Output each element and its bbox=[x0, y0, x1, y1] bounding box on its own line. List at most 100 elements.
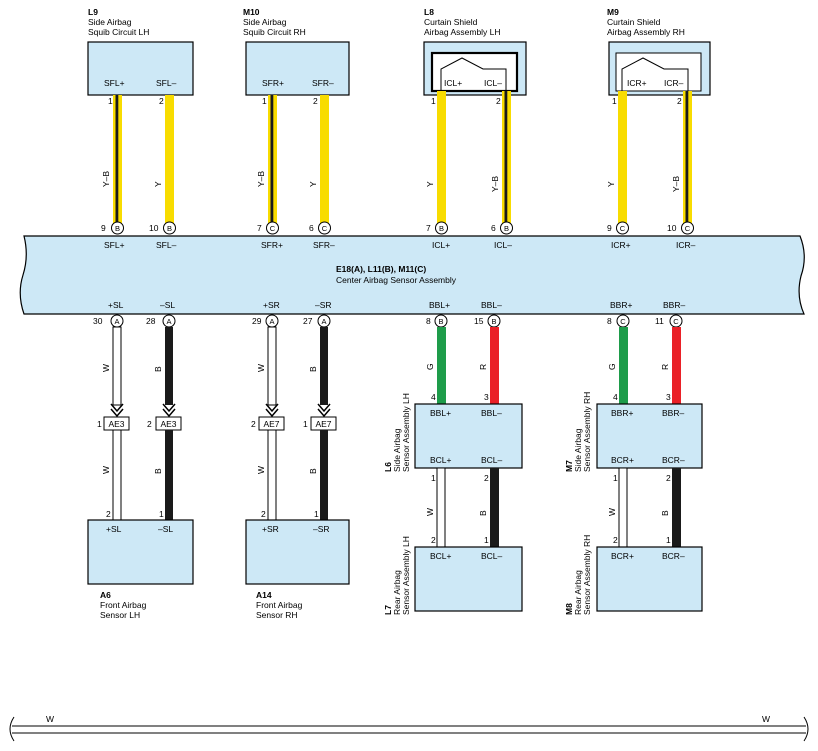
wire-segment-white bbox=[267, 429, 277, 521]
squib-symbol-frame bbox=[430, 51, 519, 93]
terminal-label: SFR– bbox=[312, 78, 334, 88]
pin-number: 2 bbox=[677, 96, 682, 106]
pin-number: 8 bbox=[426, 316, 431, 326]
break-mark-left bbox=[9, 716, 15, 742]
pin-number: 1 bbox=[303, 419, 308, 429]
component-name-line1: Front Airbag bbox=[256, 600, 303, 610]
wire-segment-white bbox=[618, 467, 628, 548]
component-name-line2: Squib Circuit RH bbox=[243, 27, 306, 37]
component-body bbox=[596, 546, 703, 612]
pin-number: 1 bbox=[108, 96, 113, 106]
component-id: M8 bbox=[564, 603, 574, 615]
wire-color-label: G bbox=[425, 363, 435, 370]
connector-letter: C bbox=[620, 224, 626, 233]
terminal-label: BBR– bbox=[662, 408, 684, 418]
pin-number: 2 bbox=[613, 535, 618, 545]
junction-connector-label: AE3 bbox=[160, 419, 176, 429]
rear-wires-lh: 1 W 2 2 B 1 bbox=[425, 467, 499, 548]
pin-number: 1 bbox=[159, 509, 164, 519]
wire-segment-black bbox=[672, 468, 681, 547]
terminal-label: SFR– bbox=[313, 240, 335, 250]
connector-circle bbox=[266, 221, 279, 235]
pin-number: 7 bbox=[257, 223, 262, 233]
wire-color-label: Y bbox=[606, 181, 616, 187]
wire-color-label: G bbox=[607, 363, 617, 370]
wire-icr-minus: 2 Y–B bbox=[671, 91, 692, 223]
wire-color-label: W bbox=[256, 364, 266, 372]
pin-number: 2 bbox=[484, 473, 489, 483]
pin-number: 10 bbox=[149, 223, 159, 233]
terminal-label: BCL+ bbox=[430, 455, 452, 465]
connector-letter: C bbox=[270, 224, 276, 233]
pin-number: 2 bbox=[159, 96, 164, 106]
pin-number: 3 bbox=[484, 392, 489, 402]
component-m10: M10 Side Airbag Squib Circuit RH SFR+ SF… bbox=[243, 7, 350, 96]
terminal-label: SFL+ bbox=[104, 240, 125, 250]
pin-number: 7 bbox=[426, 223, 431, 233]
component-name-line1: Curtain Shield bbox=[607, 17, 661, 27]
wire-color-label: W bbox=[101, 364, 111, 372]
top-terminal-icl-plus: 7 B ICL+ bbox=[426, 221, 450, 250]
connector-circle bbox=[111, 221, 124, 235]
component-id: A6 bbox=[100, 590, 111, 600]
terminal-label: ICL– bbox=[494, 240, 512, 250]
component-m7: BBR+ BBR– BCR+ BCR– M7 Side Airbag Senso… bbox=[564, 392, 703, 472]
component-name-line2: Sensor Assembly RH bbox=[582, 392, 592, 472]
connector-circle bbox=[500, 221, 513, 235]
component-m8: BCR+ BCR– M8 Rear Airbag Sensor Assembly… bbox=[564, 535, 703, 615]
component-body bbox=[87, 519, 194, 585]
pin-number: 6 bbox=[491, 223, 496, 233]
wire-icr-plus: 1 Y bbox=[606, 91, 627, 223]
pin-number: 2 bbox=[106, 509, 111, 519]
wire-color-label: W bbox=[101, 466, 111, 474]
top-terminal-icl-minus: 6 B ICL– bbox=[491, 221, 513, 250]
top-terminal-sfr-plus: 7 C SFR+ bbox=[257, 221, 283, 250]
pin-number: 4 bbox=[613, 392, 618, 402]
bottom-terminal-circles: 30 A 28 A 29 A 27 A 8 B 15 B 8 C 11 C bbox=[93, 314, 683, 328]
component-name-line2: Sensor LH bbox=[100, 610, 140, 620]
wire-color-label: Y bbox=[425, 181, 435, 187]
connector-chevron-icon bbox=[162, 403, 176, 413]
pin-number: 1 bbox=[613, 473, 618, 483]
top-terminal-sfl-minus: 10 B SFL– bbox=[149, 221, 177, 250]
connector-circle bbox=[681, 221, 694, 235]
component-name-line1: Rear Airbag bbox=[392, 570, 402, 615]
component-l6: BBL+ BBL– BCL+ BCL– L6 Side Airbag Senso… bbox=[383, 393, 523, 472]
terminal-label: SFR+ bbox=[262, 78, 284, 88]
wire-stripe bbox=[504, 91, 508, 223]
connector-letter: B bbox=[439, 224, 444, 233]
connector-letter: B bbox=[491, 317, 496, 326]
component-body bbox=[245, 41, 350, 96]
front-wires-lh: W B 1 AE3 2 AE3 W B 2 1 bbox=[97, 326, 182, 521]
pin-number: 1 bbox=[97, 419, 102, 429]
wire-color-label: W bbox=[762, 714, 770, 724]
terminal-label: –SL bbox=[158, 524, 173, 534]
component-l7: BCL+ BCL– L7 Rear Airbag Sensor Assembly… bbox=[383, 536, 523, 615]
wire-color-label: Y–B bbox=[490, 176, 500, 192]
terminal-label: BBR+ bbox=[611, 408, 633, 418]
pin-number: 2 bbox=[666, 473, 671, 483]
component-id: L6 bbox=[383, 462, 393, 472]
squib-symbol-frame bbox=[615, 52, 702, 92]
component-name-line2: Sensor Assembly LH bbox=[401, 536, 411, 615]
terminal-label: BCR– bbox=[662, 455, 685, 465]
pin-number: 29 bbox=[252, 316, 262, 326]
wire-segment-black bbox=[490, 468, 499, 547]
terminal-label: +SR bbox=[262, 524, 279, 534]
component-name-line1: Side Airbag bbox=[573, 428, 583, 472]
pin-number: 9 bbox=[101, 223, 106, 233]
pin-number: 3 bbox=[666, 392, 671, 402]
terminal-label: ICL+ bbox=[432, 240, 450, 250]
component-name-line2: Airbag Assembly LH bbox=[424, 27, 501, 37]
wire-color-label: W bbox=[256, 466, 266, 474]
wire-color-label: Y–B bbox=[101, 171, 111, 187]
terminal-label: BBL– bbox=[481, 408, 502, 418]
wire-color-label: W bbox=[425, 508, 435, 516]
wire-color-label: B bbox=[308, 468, 318, 474]
terminal-label: ICL– bbox=[484, 78, 502, 88]
wire-sfr-plus: 1 Y–B bbox=[256, 95, 277, 223]
terminal-label: BCR– bbox=[662, 551, 685, 561]
terminal-label: +SL bbox=[108, 300, 124, 310]
wire-color-label: Y–B bbox=[256, 171, 266, 187]
pin-number: 2 bbox=[261, 509, 266, 519]
